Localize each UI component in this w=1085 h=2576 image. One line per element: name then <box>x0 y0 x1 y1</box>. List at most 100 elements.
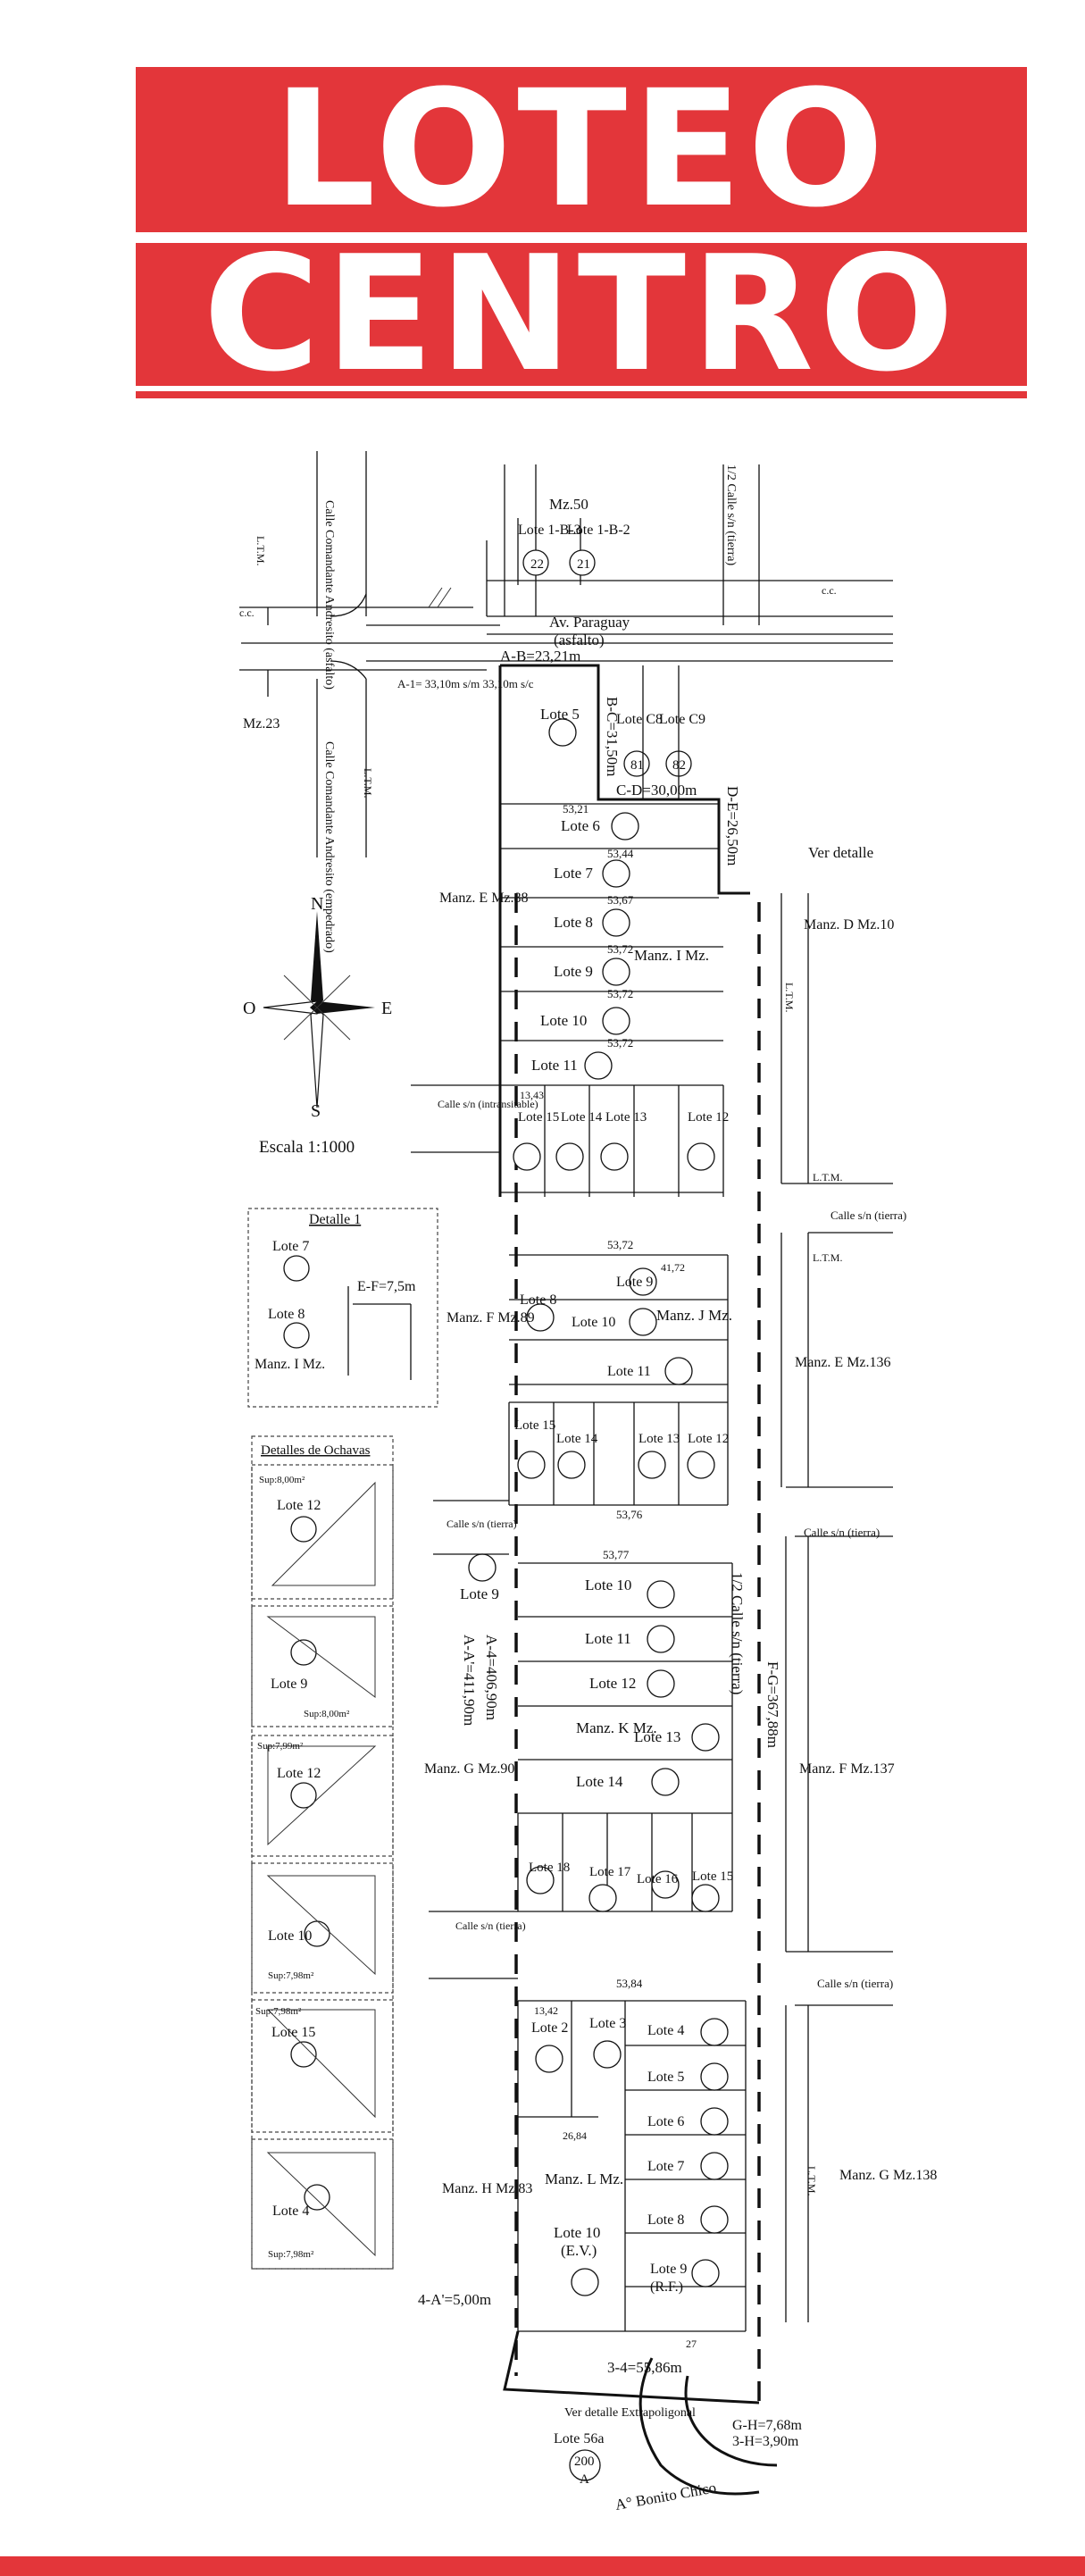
ochava-2-lote: Lote 9 <box>271 1677 307 1692</box>
title-rule <box>136 391 1027 398</box>
lot-12-k: Lote 12 <box>589 1675 636 1692</box>
ochava-3-lote: Lote 12 <box>277 1766 321 1781</box>
manz-i-circles <box>513 718 715 1171</box>
lot-14-i: Lote 14 <box>561 1110 603 1125</box>
street-comandante-1: Calle Comandante Andresito (asfalto) <box>322 500 336 690</box>
street-tierra-left-2: Calle s/n (tierra) <box>455 1919 526 1932</box>
street-tierra-left-1: Calle s/n (tierra) <box>447 1518 517 1530</box>
ochava-1-sup: Sup:8,00m² <box>259 1475 305 1485</box>
block-mz50: Mz.50 <box>549 496 588 513</box>
measure-a4: A-4=406,90m <box>483 1635 500 1720</box>
lot-c8-num: 81 <box>630 758 644 773</box>
block-manz-g-138: Manz. G Mz.138 <box>839 2168 937 2183</box>
lot-8-l: Lote 8 <box>647 2212 684 2228</box>
compass-e: E <box>381 999 392 1018</box>
street-tierra-right-1: Calle s/n (tierra) <box>830 1209 906 1222</box>
scale-label: Escala 1:1000 <box>259 1138 355 1157</box>
dim-8: 13,43 <box>520 1089 544 1101</box>
lot-56a-num: 200 <box>574 2455 595 2469</box>
measure-aa: A-A'=411,90m <box>461 1635 478 1726</box>
measure-4a: 4-A'=5,00m <box>418 2291 491 2308</box>
lot-2-l: Lote 2 <box>531 2020 568 2036</box>
lot-56a-letter: A <box>580 2472 589 2487</box>
detail-1-ef: E-F=7,5m <box>357 1279 416 1294</box>
measure-bc: B-C=31,50m <box>604 697 621 776</box>
dim-1: 53,21 <box>563 802 588 815</box>
lot-11: Lote 11 <box>531 1057 578 1074</box>
lot-9-rf: Lote 9 <box>650 2262 687 2277</box>
title-centro: CENTRO <box>136 235 1027 394</box>
block-manz-f-89: Manz. F Mz.89 <box>447 1310 535 1326</box>
lot-3-l: Lote 3 <box>589 2016 626 2031</box>
measure-gh: G-H=7,68m <box>732 2418 802 2433</box>
ltm-1: L.T.M. <box>255 536 267 565</box>
lot-7: Lote 7 <box>554 865 593 882</box>
title-loteo: LOTEO <box>136 67 1027 232</box>
dim-11: 53,77 <box>603 1548 630 1561</box>
ochavas-box <box>251 1435 394 2270</box>
lot-1b3-num: 22 <box>530 557 544 572</box>
street-halfcalle-top: 1/2 Calle s/n (tierra) <box>724 464 738 565</box>
creek <box>569 2357 778 2496</box>
ltm-2: L.T.M. <box>362 768 374 798</box>
lot-18-k: Lote 18 <box>529 1861 570 1875</box>
dim-13: 13,42 <box>534 2004 558 2017</box>
lot-5: Lote 5 <box>540 706 580 723</box>
lot-14-j: Lote 14 <box>556 1432 598 1446</box>
lot-13-j: Lote 13 <box>638 1432 680 1446</box>
lot-13-i: Lote 13 <box>605 1110 647 1125</box>
street-paraguay: Av. Paraguay <box>549 614 630 631</box>
lot-17-k: Lote 17 <box>589 1865 631 1879</box>
main-polygon <box>498 664 761 2405</box>
street-comandante-2: Calle Comandante Andresito (empedrado) <box>322 741 336 953</box>
lot-1b2-num: 21 <box>577 557 590 572</box>
ochava-6-sup: Sup:7,98m² <box>268 2249 314 2260</box>
dim-2: 53,44 <box>607 847 634 860</box>
block-mz23: Mz.23 <box>243 716 280 732</box>
ochava-6-lote: Lote 4 <box>272 2204 309 2219</box>
block-manz-e-88: Manz. E Mz.88 <box>439 891 529 906</box>
creek-label: A° Bonito Chico <box>613 2479 717 2513</box>
note-ver-detalle-extra: Ver detalle Extrapoligonal <box>564 2406 696 2420</box>
block-manz-f-137: Manz. F Mz.137 <box>799 1761 895 1777</box>
lot-15-k: Lote 15 <box>692 1869 733 1884</box>
lot-9-j: Lote 9 <box>616 1275 653 1290</box>
dim-6: 53,72 <box>607 1036 633 1050</box>
compass-rose-icon <box>263 911 375 1108</box>
lot-15-i: Lote 15 <box>518 1110 559 1125</box>
block-manz-i: Manz. I Mz. <box>634 947 709 964</box>
footer-bar <box>0 2556 1085 2576</box>
compass-s: S <box>311 1101 321 1121</box>
street-halfcalle-main: 1/2 Calle s/n (tierra) <box>729 1572 746 1694</box>
note-ver-detalle: Ver detalle <box>808 844 873 861</box>
detail-1-lote7: Lote 7 <box>272 1239 309 1254</box>
lot-10-ev-sub: (E.V.) <box>561 2242 597 2259</box>
lot-8: Lote 8 <box>554 914 593 931</box>
dim-9: 41,72 <box>661 1261 685 1274</box>
detail-1-title: Detalle 1 <box>309 1212 361 1227</box>
lot-15-j: Lote 15 <box>514 1418 555 1433</box>
compass-n: N <box>311 894 323 914</box>
dim-4: 53,72 <box>607 942 633 956</box>
ltm-5: L.T.M. <box>813 1251 842 1264</box>
lot-11-k: Lote 11 <box>585 1630 631 1647</box>
block-manz-g-90: Manz. G Mz.90 <box>424 1761 514 1777</box>
lot-13-k: Lote 13 <box>634 1728 680 1745</box>
top-streets <box>239 451 893 857</box>
dim-10: 53,76 <box>616 1508 643 1521</box>
right-streets <box>780 893 893 2322</box>
detail-1-lote8: Lote 8 <box>268 1307 305 1322</box>
lot-12-i: Lote 12 <box>688 1110 729 1125</box>
dim-5: 53,72 <box>607 987 633 1000</box>
manz-j-circles <box>517 1267 715 1479</box>
lot-1b3: Lote 1-B-3 <box>518 523 581 538</box>
ochava-1-lote: Lote 12 <box>277 1498 321 1513</box>
street-paraguay-sub: (asfalto) <box>554 631 605 648</box>
measure-a1: A-1= 33,10m s/m 33,10m s/c <box>397 677 534 690</box>
lot-12-j: Lote 12 <box>688 1432 729 1446</box>
lot-6: Lote 6 <box>561 817 600 834</box>
left-streets <box>411 1084 518 1979</box>
lot-4-l: Lote 4 <box>647 2023 684 2038</box>
ltm-6: L.T.M. <box>805 2166 818 2195</box>
